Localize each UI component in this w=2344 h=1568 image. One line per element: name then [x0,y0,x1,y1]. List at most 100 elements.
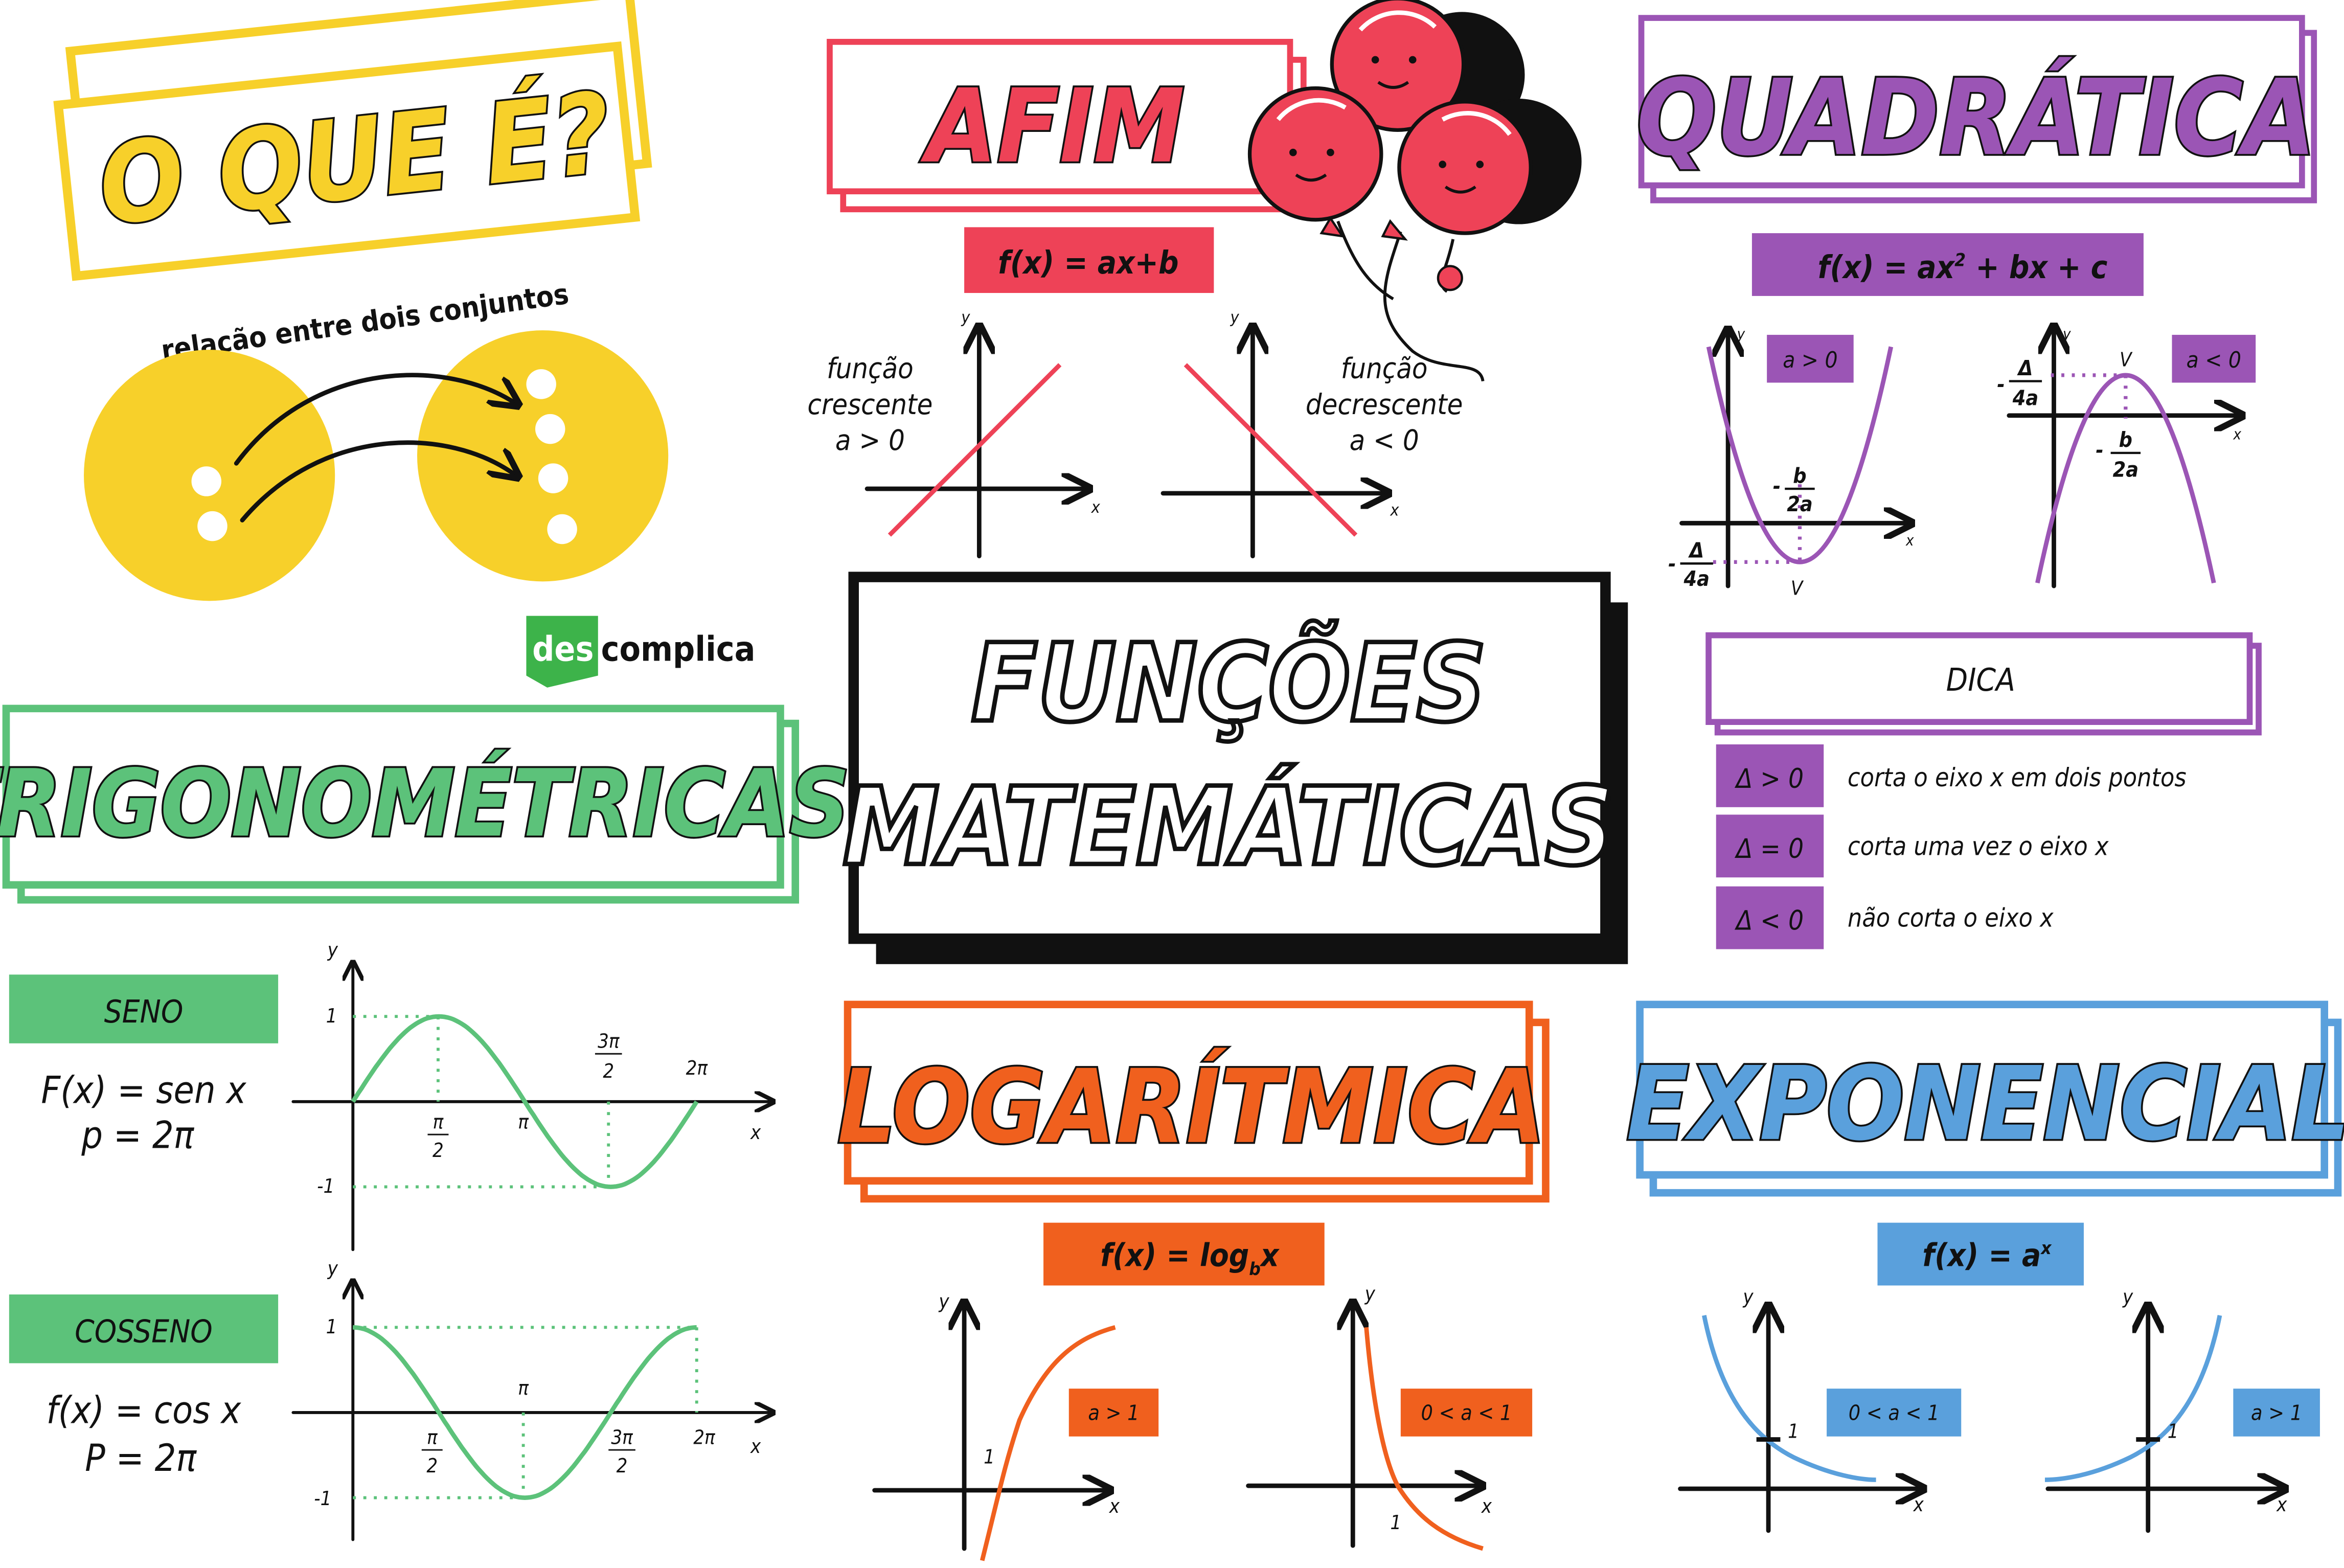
exp-title: EXPONENCIAL [1626,1044,2344,1163]
exp-frame [1636,1001,2329,1179]
seno-tick-2pi: 2π [686,1057,709,1079]
exp-badge-between-text: 0 < a < 1 [1849,1401,1940,1425]
quad-pos-4a: 4a [1683,566,1710,591]
quad-pos-2a: 2a [1787,492,1812,516]
afim-section: AFIM f(x) = ax+b y x função crescente a … [807,39,1463,559]
oque-title-frame [53,41,641,281]
exp-gt-x-label: x [2276,1493,2287,1516]
quad-pos-badge [1767,334,1854,383]
afim-dec-label-2: decrescente [1306,388,1463,421]
afim-decreasing-line [1184,363,1358,537]
balloons-illustration [1247,0,1582,382]
cosseno-tick-pi2-num: π [427,1426,438,1448]
quad-neg-badge [2172,334,2256,383]
cosseno-formula: f(x) = cos x [47,1389,242,1432]
afim-inc-label-3: a > 0 [835,424,905,457]
afim-dec-y-label: y [1230,308,1240,327]
log-badge-gt [1068,1389,1159,1437]
quad-neg-minus-delta: - [1997,372,2005,397]
mapping-arrow-1 [234,373,516,466]
exp-curve-growth [2044,1315,2222,1482]
trig-title: TRIGONOMÉTRICAS [0,749,850,857]
cosseno-tick-2pi: 2π [693,1426,716,1448]
trig-section: TRIGONOMÉTRICAS SENO F(x) = sen x p = 2π… [0,705,852,1541]
quad-neg-x-label: x [2233,426,2241,443]
balloon-right [1397,100,1533,235]
brand-des: des [532,629,594,669]
log-gt-tick-1: 1 [984,1445,995,1468]
log-section: LOGARÍTMICA f(x) = logbx y x 1 a > 1 y x… [836,1001,1550,1561]
log-badge-gt-text: a > 1 [1088,1401,1139,1425]
cosseno-period: P = 2π [85,1437,197,1480]
quad-formula-a: f(x) = ax2 + bx + c [1818,249,2108,286]
afim-inc-label-1: função [827,352,914,385]
afim-increasing-line [887,363,1062,537]
exp-lt-x-label: x [1913,1493,1924,1516]
quad-neg-badge-text: a < 0 [2187,347,2241,373]
afim-dec-x-label: x [1390,501,1399,520]
quad-pos-x-label: x [1905,532,1914,549]
exp-formula-badge [1877,1222,2084,1286]
dica-badge-2-text: Δ = 0 [1735,833,1804,865]
quad-pos-delta: Δ [1688,538,1704,563]
quad-pos-minus-b: - [1773,474,1781,498]
exp-section: EXPONENCIAL f(x) = ax y x 1 0 < a < 1 y … [1625,1001,2344,1533]
afim-inc-y-label: y [961,308,970,327]
cosseno-tick-1: 1 [326,1315,337,1338]
dica-badge-2 [1716,814,1824,878]
log-curve-decreasing [1364,1327,1484,1551]
balloon-left [1247,86,1383,222]
log-gt-y-label: y [938,1290,949,1312]
seno-label: SENO [104,994,184,1030]
dica-section: DICA Δ > 0 Δ = 0 Δ < 0 corta o eixo x em… [1705,632,2262,949]
afim-inc-x-label: x [1091,497,1101,517]
quad-pos-badge-text: a > 0 [1783,347,1837,373]
quad-pos-minus-delta: - [1668,552,1676,576]
exp-gt-tick-1: 1 [2168,1420,2179,1443]
exp-lt-y-label: y [1742,1285,1754,1308]
log-formula: f(x) = logbx [1100,1237,1280,1280]
cosseno-x-label: x [750,1435,761,1458]
seno-period: p = 2π [81,1113,194,1157]
quad-pos-y-label: y [1737,326,1745,343]
cosseno-tick-pi2-den: 2 [426,1455,438,1477]
seno-tick-pi2-num: π [433,1110,444,1133]
log-lt-x-label: x [1481,1495,1492,1517]
afim-title: AFIM [920,67,1185,186]
dica-badge-3-text: Δ < 0 [1735,905,1804,937]
balloon-top [1330,0,1466,132]
cosine-curve [353,1325,697,1500]
log-formula-badge [1043,1222,1325,1286]
quad-neg-b: b [2119,427,2132,452]
afim-formula-badge [964,227,1214,293]
dica-title: DICA [1946,662,2015,698]
cosseno-label: COSSENO [75,1314,213,1350]
seno-formula: F(x) = sen x [41,1069,246,1112]
seno-tick-minus1: -1 [317,1175,334,1197]
oque-section: O QUE É? relação entre dois conjuntos [53,0,669,601]
sine-curve [351,1014,699,1189]
quad-neg-vertex-label: V [2120,348,2133,371]
quad-neg-2a: 2a [2113,458,2138,482]
cosseno-y-label: y [327,1257,338,1280]
seno-tick-1: 1 [326,1005,337,1027]
set-b-circle [417,330,669,582]
center-title-block: FUNÇÕES MATEMÁTICAS [840,572,1628,964]
seno-badge [9,974,279,1043]
log-frame [844,1001,1533,1185]
quad-neg-y-label: y [2062,326,2071,343]
log-badge-between [1400,1389,1533,1437]
quadratica-section: QUADRÁTICA f(x) = ax2 + bx + c y x a > 0… [1635,15,2317,600]
center-title-line2: MATEMÁTICAS [843,764,1615,890]
dica-row-3-text: não corta o eixo x [1848,903,2054,933]
cosseno-tick-3pi2-num: 3π [611,1426,633,1448]
log-badge-between-text: 0 < a < 1 [1421,1401,1512,1425]
cosseno-tick-3pi2-den: 2 [617,1455,628,1477]
exp-curve-decay [1702,1315,1876,1482]
quad-frame [1638,15,2305,189]
seno-tick-pi2-den: 2 [433,1139,444,1162]
log-curve-increasing [980,1325,1116,1561]
dica-row-1-text: corta o eixo x em dois pontos [1848,763,2187,792]
dica-frame [1705,632,2253,725]
